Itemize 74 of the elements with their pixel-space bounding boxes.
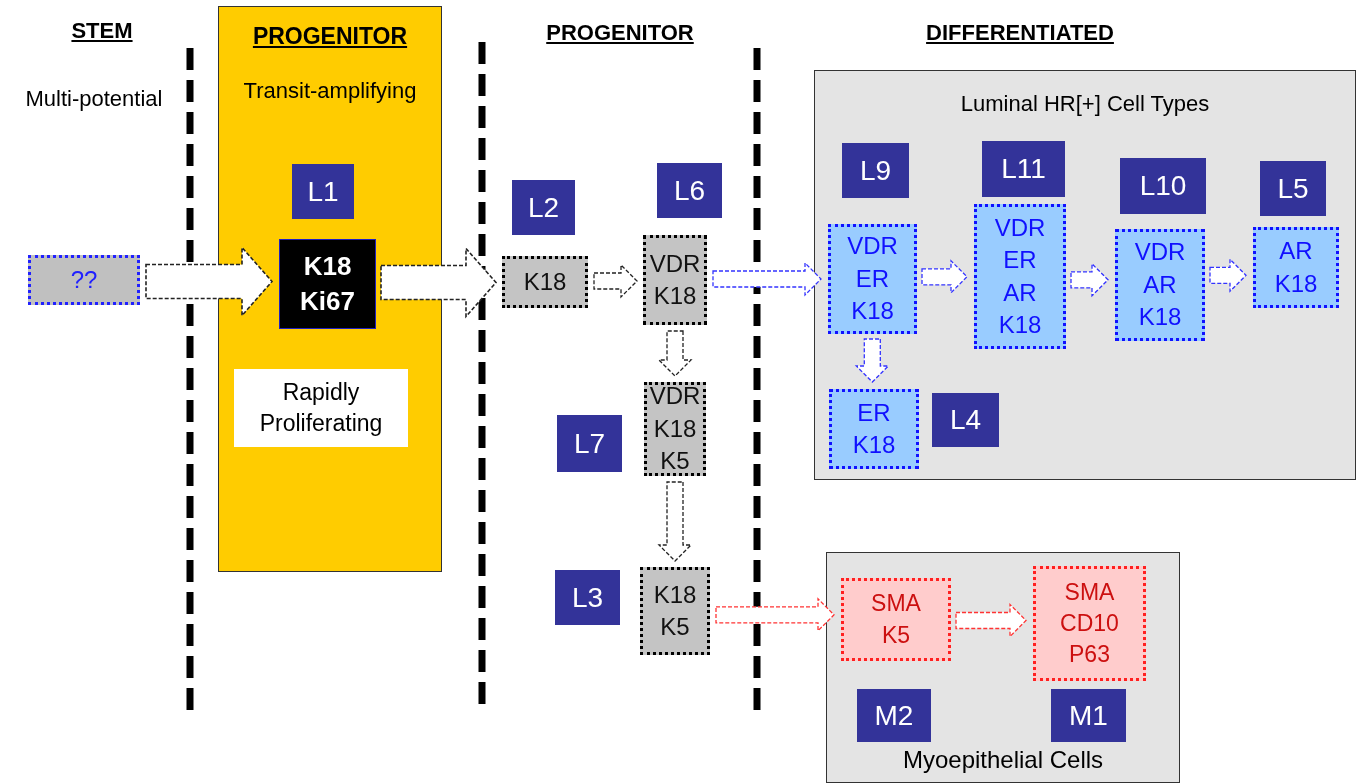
cell-text: K18 K5 (652, 579, 698, 642)
cell-label-badge (982, 141, 1065, 197)
cell-text: SMA CD10 P63 (1059, 577, 1120, 669)
cell-label-badge (657, 163, 722, 218)
block-arrow (593, 263, 638, 299)
cell-text: ER K18 (851, 397, 897, 460)
block-arrow (145, 245, 274, 318)
cell-text: VDR K18 (648, 248, 702, 311)
cell-box (1115, 229, 1205, 341)
cell-label-badge (932, 393, 999, 447)
cell-text: M2 (873, 698, 915, 733)
cell-text: L10 (1138, 169, 1188, 204)
cell-text: AR K18 (1273, 236, 1319, 299)
cell-label-badge (512, 180, 575, 235)
cell-label-badge (557, 415, 622, 472)
block-arrow (380, 246, 498, 319)
cell-text: L9 (858, 153, 893, 188)
cell-box (28, 255, 140, 305)
cell-text: M1 (1068, 698, 1109, 733)
group-panel (826, 552, 1180, 783)
block-arrow (1209, 257, 1247, 293)
cell-box (279, 239, 376, 329)
cell-box (1253, 227, 1339, 308)
note-box (234, 369, 408, 447)
cell-text: ?? (69, 264, 99, 295)
cell-box (974, 204, 1066, 349)
cell-label-badge (857, 689, 931, 742)
cell-box (828, 224, 917, 334)
stage-label: Multi-potential (24, 86, 164, 112)
cell-label-badge (842, 143, 909, 198)
cell-text: Myoepithelial Cells (901, 744, 1105, 775)
block-arrow (921, 259, 968, 295)
stage-header: PROGENITOR (545, 20, 695, 46)
cell-label-badge (1260, 161, 1326, 216)
cell-text: VDR ER K18 (846, 231, 899, 327)
cell-text: K18 Ki67 (299, 249, 356, 318)
block-arrow (854, 338, 890, 383)
block-arrow (955, 602, 1027, 639)
cell-text: SMA K5 (870, 589, 922, 650)
cell-box (1033, 566, 1146, 681)
group-panel (814, 70, 1356, 480)
cell-text: L6 (672, 173, 707, 208)
cell-box (643, 235, 707, 325)
cell-box (502, 256, 588, 308)
cell-label-badge (555, 570, 620, 625)
stage-band (218, 6, 442, 572)
block-arrow (657, 481, 693, 562)
cell-text: L4 (948, 403, 983, 438)
cell-text: L1 (306, 174, 340, 209)
block-arrow (715, 597, 835, 633)
block-arrow (712, 261, 822, 297)
stage-header: DIFFERENTIATED (925, 20, 1115, 46)
cell-text: L5 (1276, 171, 1310, 206)
cell-label-badge (1120, 158, 1206, 214)
stage-header: STEM (70, 18, 134, 44)
cell-box (841, 578, 951, 661)
cell-text: Luminal HR[+] Cell Types (959, 90, 1211, 118)
block-arrow (657, 330, 693, 377)
cell-text: Transit-amplifying (242, 77, 418, 106)
cell-box (640, 567, 710, 655)
cell-text: L2 (526, 190, 561, 225)
cell-text: L7 (572, 426, 607, 461)
cell-text: L11 (1000, 152, 1047, 187)
cell-text: L3 (570, 580, 605, 615)
cell-label-badge (1051, 689, 1126, 742)
cell-label-badge (292, 164, 354, 219)
cell-text: Rapidly Proliferating (258, 377, 384, 438)
stage-heading: PROGENITOR (251, 22, 409, 51)
block-arrow (1070, 262, 1109, 298)
cell-box (829, 389, 919, 469)
cell-text: VDR ER AR K18 (993, 212, 1047, 340)
cell-text: VDR AR K18 (1133, 237, 1187, 333)
cell-text: K18 (522, 266, 568, 297)
cell-text: VDR K18 K5 (648, 381, 702, 477)
